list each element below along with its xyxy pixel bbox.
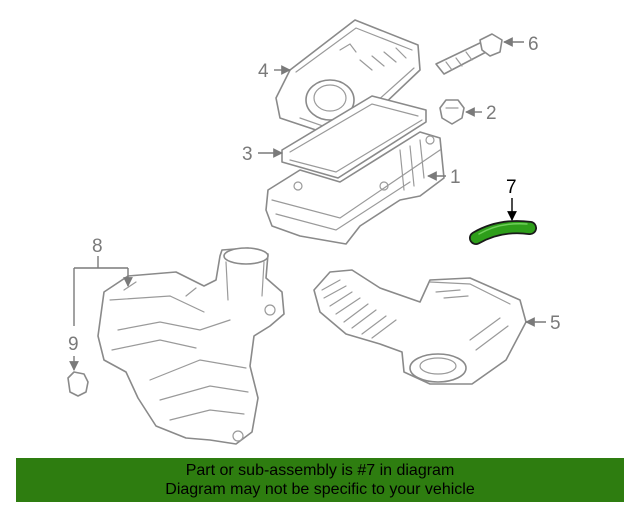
part-2-cap <box>439 99 465 125</box>
part-6-sensor <box>435 33 503 75</box>
part-8-resonator <box>97 247 285 445</box>
callout-labels: 4 3 1 2 6 5 7 8 9 <box>68 34 561 355</box>
air-cleaner-housing <box>265 131 445 245</box>
part-notice-banner: Part or sub-assembly is #7 in diagram Di… <box>16 458 624 502</box>
part-9-nut <box>67 371 89 397</box>
callout-2: 2 <box>486 103 497 124</box>
callout-1: 1 <box>450 167 461 188</box>
callout-6: 6 <box>528 34 539 55</box>
banner-line-1: Part or sub-assembly is #7 in diagram <box>185 462 455 479</box>
callout-3: 3 <box>242 144 253 165</box>
callout-7: 7 <box>506 177 517 198</box>
parts-diagram: 4 3 1 2 6 5 7 8 9 <box>67 19 561 445</box>
air-filter-element <box>281 95 427 179</box>
part-5-outlet-duct <box>313 269 527 385</box>
banner-line-2: Diagram may not be specific to your vehi… <box>165 481 475 498</box>
leader-lines <box>69 37 546 371</box>
callout-4: 4 <box>258 61 269 82</box>
callout-8: 8 <box>92 236 103 257</box>
callout-5: 5 <box>550 313 561 334</box>
part-7-hose-highlighted <box>469 220 537 245</box>
callout-9: 9 <box>68 334 79 355</box>
